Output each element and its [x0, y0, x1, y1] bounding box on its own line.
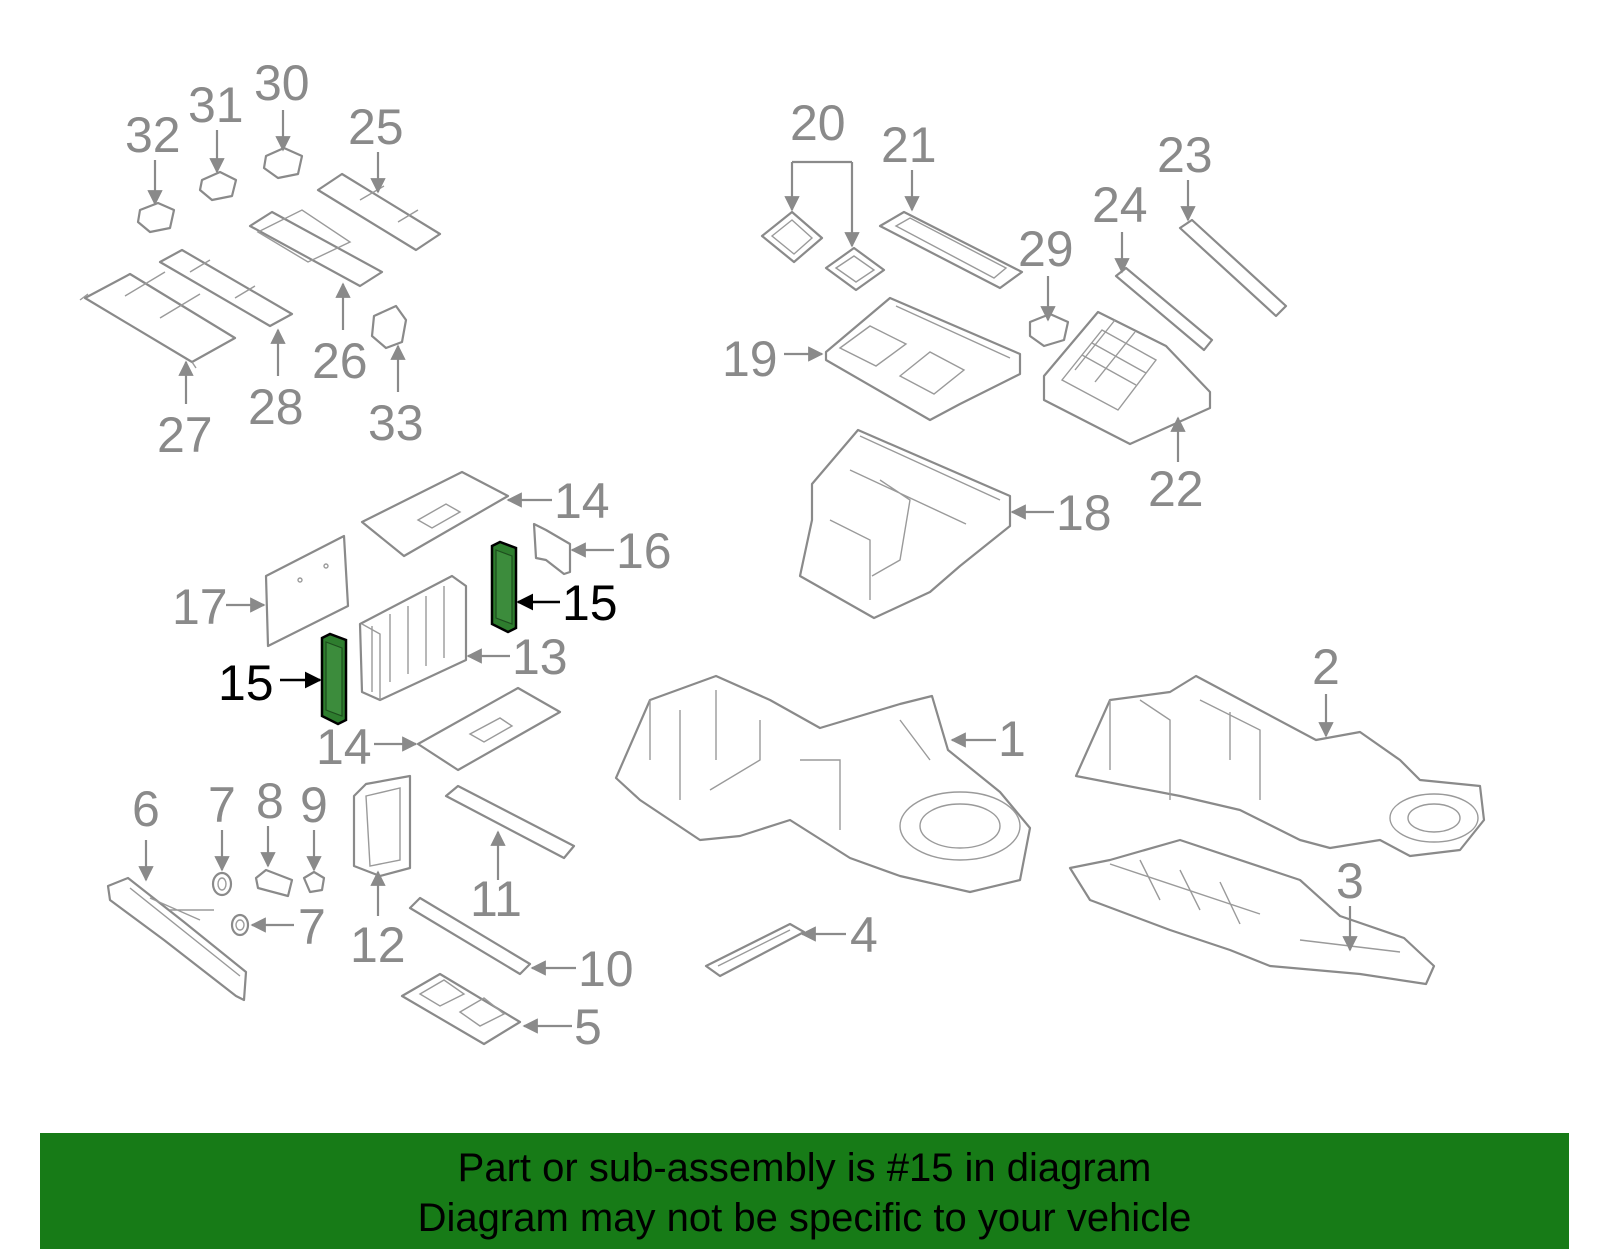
callout-20: 20: [790, 95, 846, 151]
callout-26: 26: [312, 333, 368, 389]
callout-28: 28: [248, 379, 304, 435]
part-12-gasket: [352, 774, 412, 878]
callout-2: 2: [1312, 639, 1340, 695]
callout-31: 31: [188, 77, 244, 133]
part-15-filter-right: [490, 540, 518, 634]
callout-9: 9: [300, 777, 328, 833]
callout-15-right: 15: [562, 575, 618, 631]
leader-arrows: [138, 110, 1358, 1034]
callout-22: 22: [1148, 461, 1204, 517]
callout-3: 3: [1336, 853, 1364, 909]
part-2-case: [1074, 674, 1486, 858]
info-banner: Part or sub-assembly is #15 in diagram D…: [40, 1133, 1569, 1249]
part-28-panel: [158, 248, 294, 328]
part-14-plate-upper: [360, 470, 510, 558]
callout-8: 8: [256, 773, 284, 829]
callout-4: 4: [850, 907, 878, 963]
part-22-housing: [1042, 310, 1212, 446]
part-19-duct: [824, 296, 1022, 422]
callout-11: 11: [470, 871, 522, 927]
part-7-grommet-lower: [230, 913, 250, 937]
callout-33: 33: [368, 395, 424, 451]
part-15-filter-left: [320, 632, 348, 726]
callout-7-upper: 7: [208, 777, 236, 833]
callout-16: 16: [616, 523, 672, 579]
callout-25: 25: [348, 99, 404, 155]
banner-line-2: Diagram may not be specific to your vehi…: [417, 1196, 1192, 1240]
callout-10: 10: [578, 941, 634, 997]
part-4-strip: [704, 922, 806, 978]
part-21-seal: [878, 210, 1024, 290]
callout-7-lower: 7: [298, 899, 326, 955]
part-20-gasket-a: [760, 210, 824, 264]
part-18-housing: [798, 428, 1012, 620]
callout-18: 18: [1056, 485, 1112, 541]
part-3-case: [1068, 838, 1436, 986]
part-5-bracket: [400, 972, 522, 1046]
part-9-plug: [302, 870, 326, 894]
callout-32: 32: [125, 107, 181, 163]
callout-15-left: 15: [218, 655, 274, 711]
part-16-bracket: [532, 522, 572, 576]
callout-19: 19: [722, 331, 778, 387]
callout-13: 13: [512, 629, 568, 685]
part-8-block: [254, 868, 294, 898]
callout-14-upper: 14: [554, 473, 610, 529]
highlight-arrows: [280, 593, 560, 689]
callout-14-lower: 14: [316, 719, 372, 775]
callout-27: 27: [157, 407, 213, 463]
callout-23: 23: [1157, 127, 1213, 183]
callout-21: 21: [881, 117, 937, 173]
callouts: 32 31 30 25 26 27 28 33 20 21 23 24 29 1…: [125, 55, 1364, 1055]
callout-30: 30: [254, 55, 310, 111]
callout-12: 12: [350, 917, 406, 973]
part-20-gasket-b: [824, 246, 886, 292]
part-30-clip: [262, 146, 304, 180]
part-31-clip: [198, 170, 238, 202]
callout-6: 6: [132, 781, 160, 837]
part-17-plate: [264, 534, 350, 648]
part-11-strip: [444, 784, 576, 860]
callout-5: 5: [574, 999, 602, 1055]
callout-1: 1: [998, 711, 1026, 767]
part-7-grommet-upper: [211, 871, 233, 897]
banner-line-1: Part or sub-assembly is #15 in diagram: [457, 1146, 1152, 1190]
part-23-filter-cover: [1178, 218, 1288, 318]
part-26-panel: [248, 209, 384, 288]
part-6-duct: [106, 876, 248, 1002]
part-13-heater-core: [358, 574, 468, 702]
part-1-case: [614, 674, 1032, 894]
callout-24: 24: [1092, 177, 1148, 233]
callout-29: 29: [1018, 221, 1074, 277]
part-33-bracket: [370, 304, 408, 350]
callout-17: 17: [172, 579, 228, 635]
part-10-strip: [408, 896, 532, 976]
part-32-clip: [136, 201, 176, 234]
part-14-plate-lower: [416, 686, 562, 772]
